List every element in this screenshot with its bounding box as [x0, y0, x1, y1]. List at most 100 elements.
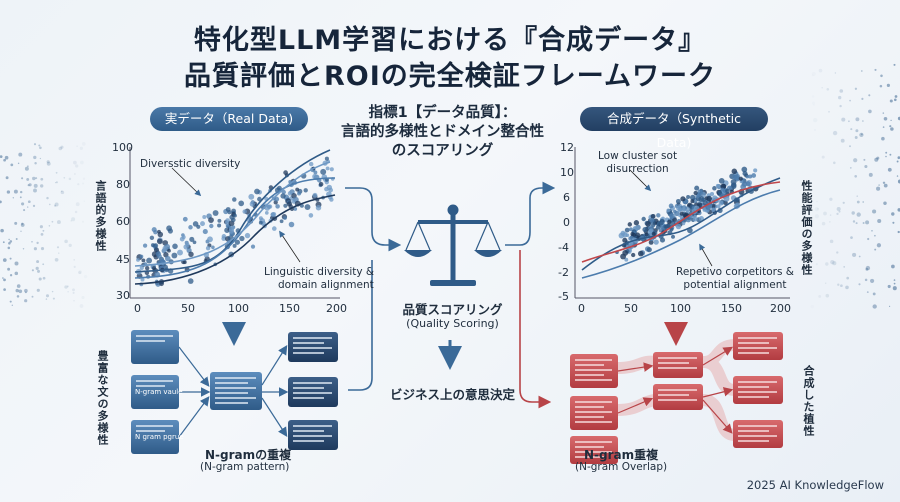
decorative-dot — [812, 95, 815, 98]
left-scatter-point — [181, 235, 186, 240]
decorative-dot — [31, 295, 34, 298]
decorative-dot — [54, 202, 59, 207]
left-scatter-point — [328, 187, 333, 193]
decorative-dot — [6, 190, 11, 194]
decorative-dot — [815, 262, 818, 266]
right-scatter-point — [627, 222, 633, 227]
left-scatter-point — [283, 216, 287, 220]
left-scatter-point — [162, 245, 168, 251]
left-scatter-point — [271, 211, 277, 217]
decorative-dot — [858, 255, 861, 258]
left-scatter-point — [207, 236, 213, 243]
right-scatter-point — [646, 247, 652, 253]
decorative-dot — [3, 158, 6, 162]
title-line-1: 特化型LLM学習における『合成データ』 — [193, 25, 707, 56]
decorative-dot — [872, 292, 876, 296]
left-scatter-point — [232, 243, 237, 248]
right-lower-vertical-label: 合成した植性 — [802, 365, 815, 437]
decorative-dot — [879, 84, 883, 88]
decorative-dot — [42, 276, 46, 280]
decorative-dot — [82, 183, 84, 185]
decorative-dot — [855, 222, 858, 225]
decorative-dot — [24, 299, 28, 303]
decorative-dot — [865, 267, 869, 271]
decorative-dot — [876, 186, 881, 191]
decorative-dot — [76, 145, 78, 147]
decorative-dot — [881, 136, 885, 141]
scoring-sub: (Quality Scoring) — [406, 317, 499, 330]
left-scatter-point — [140, 277, 145, 282]
decorative-dot — [45, 298, 48, 300]
decorative-dot — [850, 236, 853, 239]
decorative-dot — [874, 157, 879, 162]
left-scatter-point — [258, 220, 263, 225]
right-scatter-point — [689, 194, 696, 201]
decorative-dot — [36, 288, 40, 292]
decorative-dot — [20, 223, 25, 227]
right-scatter-point — [712, 186, 717, 191]
decorative-dot — [7, 267, 11, 271]
left-ngram-title: N-gramの重複 — [205, 448, 292, 462]
right-x-tick-100: 100 — [670, 302, 691, 315]
decorative-dot — [60, 190, 65, 195]
left-scatter-point — [165, 255, 171, 262]
real-data-header: 実データ（Real Data) — [150, 107, 308, 131]
right-scatter-point — [742, 170, 748, 177]
decorative-dot — [829, 221, 831, 223]
right-scatter-point — [629, 227, 633, 232]
decorative-dot — [889, 99, 893, 103]
right-scatter-point — [702, 207, 707, 212]
decorative-dot — [8, 238, 10, 241]
right-scatter-point — [704, 196, 709, 200]
left-scatter-point — [157, 254, 162, 259]
decorative-dot — [55, 181, 58, 184]
decorative-dot — [878, 184, 880, 186]
right-scatter-point — [624, 257, 629, 262]
decorative-dot — [845, 285, 849, 290]
left-scatter-point — [185, 242, 190, 248]
right-y-tick-6: 6 — [563, 191, 570, 204]
left-scatter-point — [167, 228, 173, 234]
decorative-dot — [832, 130, 838, 136]
decorative-dot — [45, 294, 50, 298]
decorative-dot — [818, 294, 822, 298]
decorative-dot — [83, 178, 85, 180]
right-document-text-lines — [575, 337, 777, 458]
decorative-dot — [32, 176, 36, 181]
decorative-dot — [871, 229, 873, 232]
decorative-dot — [7, 246, 11, 250]
decorative-dot — [51, 290, 54, 293]
decorative-dot — [35, 177, 38, 180]
decorative-dot — [39, 225, 43, 229]
right-scatter-point — [645, 220, 651, 227]
decorative-dot — [33, 155, 37, 160]
decorative-dot — [852, 252, 857, 257]
decorative-dot — [18, 289, 23, 294]
decorative-dot — [78, 270, 82, 274]
decorative-dot — [38, 277, 42, 281]
decorative-dot — [39, 184, 44, 188]
right-annotation-top: Low cluster sot disurrection — [598, 150, 677, 176]
decorative-dot — [887, 167, 892, 172]
left-scatter-point — [244, 232, 251, 239]
decorative-dot — [897, 179, 900, 184]
right-scatter-point — [659, 237, 666, 243]
right-scatter-point — [730, 178, 737, 185]
decorative-dot — [27, 200, 31, 204]
left-scatter-point — [188, 251, 194, 258]
right-annotation-bottom-line-1: Repetivo corpetitors & — [676, 266, 794, 278]
right-scatter-point — [668, 203, 674, 209]
decorative-dot — [891, 264, 895, 269]
decorative-dot — [56, 220, 61, 225]
decorative-dot — [832, 261, 837, 266]
decorative-dot — [860, 70, 863, 72]
left-scatter-point — [209, 223, 214, 229]
decorative-dot — [64, 285, 68, 289]
decorative-dot — [54, 181, 57, 184]
right-scatter-point — [618, 232, 625, 239]
left-scatter-point — [329, 197, 334, 202]
left-scatter-point — [205, 245, 211, 251]
left-trend-curves — [134, 149, 336, 285]
decorative-dot — [848, 120, 850, 123]
decorative-dot — [868, 172, 873, 177]
